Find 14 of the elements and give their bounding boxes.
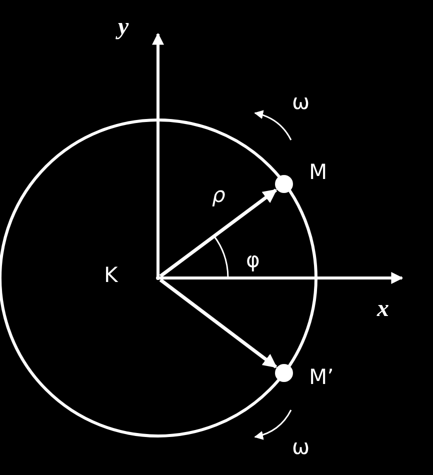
point-label: K bbox=[104, 265, 118, 286]
edge-label: ρ bbox=[212, 185, 226, 206]
axis-label: x bbox=[377, 297, 389, 321]
point-label: M bbox=[309, 162, 328, 183]
symbol-label: ω bbox=[292, 92, 310, 113]
point-dot bbox=[275, 175, 293, 193]
axis-label: y bbox=[118, 15, 129, 39]
origin-point bbox=[156, 276, 160, 280]
symbol-label: φ bbox=[246, 250, 260, 271]
vector-arrow bbox=[159, 188, 278, 278]
point-label: M’ bbox=[309, 367, 334, 388]
vector-arrow bbox=[159, 278, 278, 368]
point-dot bbox=[275, 364, 293, 382]
symbol-label: ω bbox=[292, 437, 310, 458]
